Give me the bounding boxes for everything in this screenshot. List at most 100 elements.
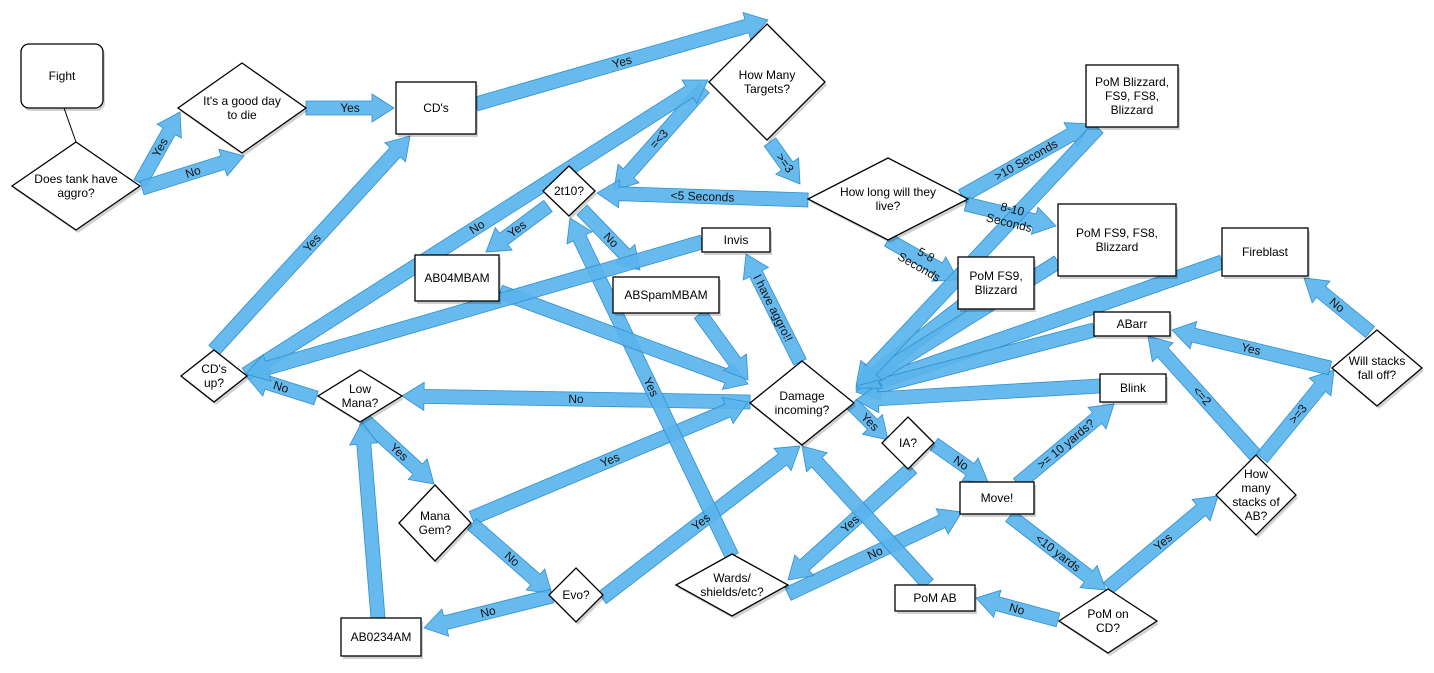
edge-arrow-low-mana-to-mana-gem bbox=[358, 414, 435, 485]
node-t2t10: 2t10? bbox=[542, 165, 597, 219]
edge-arrow-invis-to-cds-up bbox=[245, 234, 705, 382]
process-shape bbox=[612, 276, 720, 314]
edge-arrow-will-stacks-to-fireblast bbox=[1303, 277, 1375, 338]
edge-arrow-ab0234-to-low-mana bbox=[349, 421, 386, 620]
edge-arrow-how-many-stacks-to-will-stacks bbox=[1256, 369, 1335, 463]
edge-arrow-pom-bliz-full-to-damage bbox=[855, 122, 1104, 387]
process-shape bbox=[701, 227, 771, 253]
node-label: PoM AB bbox=[913, 591, 956, 605]
process-shape bbox=[959, 481, 1035, 515]
node-ab0234: AB0234AM bbox=[340, 617, 423, 659]
edge-arrow-abspam-to-damage bbox=[693, 309, 749, 381]
process-shape bbox=[894, 584, 976, 612]
node-label: Fireblast bbox=[1242, 245, 1289, 259]
node-wards: Wards/shields/etc? bbox=[674, 553, 790, 619]
node-cds: CD's bbox=[395, 81, 478, 137]
edge-label: <5 Seconds bbox=[670, 188, 734, 204]
edge-arrow-ia-to-wards bbox=[787, 462, 918, 581]
edge-label: Yes bbox=[1240, 340, 1262, 358]
node-evo: Evo? bbox=[548, 567, 605, 625]
node-label: PoM FS9,Blizzard bbox=[969, 269, 1022, 297]
node-label: IA? bbox=[899, 436, 917, 450]
decision-shape bbox=[1057, 588, 1159, 654]
edge-arrow-move-to-pom-cd bbox=[1005, 509, 1107, 591]
decision-shape bbox=[708, 23, 826, 141]
node-pom-fs9-fs8: PoM FS9, FS8,Blizzard bbox=[1057, 203, 1178, 279]
process-shape bbox=[1099, 373, 1167, 403]
edge-label: I have aggro!! bbox=[750, 272, 795, 344]
node-move: Move! bbox=[959, 481, 1036, 517]
edge-arrow-how-long-to-pom-fs9 bbox=[883, 233, 959, 282]
edge-arrow-how-many-to-how-long bbox=[763, 137, 801, 185]
process-shape bbox=[1085, 64, 1179, 128]
edge-arrow-wards-to-t2t10 bbox=[566, 217, 739, 560]
node-ab04: AB04MBAM bbox=[414, 254, 501, 304]
edge-label: No bbox=[865, 543, 885, 562]
node-label: Fight bbox=[49, 69, 76, 83]
edges-layer bbox=[63, 12, 1375, 637]
decision-shape bbox=[542, 165, 596, 217]
edge-arrow-blink-to-damage bbox=[855, 378, 1101, 414]
edge-arrow-evo-to-ab0234 bbox=[423, 588, 555, 637]
node-fight: Fight bbox=[20, 43, 105, 111]
edge-arrow-pom-ab-to-damage bbox=[801, 445, 934, 590]
edge-label: Yes bbox=[340, 101, 360, 115]
node-abarr: ABarr bbox=[1093, 311, 1172, 339]
edge-arrow-damage-to-invis bbox=[742, 253, 807, 366]
node-blink: Blink bbox=[1099, 373, 1168, 405]
node-label: Move! bbox=[981, 491, 1014, 505]
edge-arrow-will-stacks-to-abarr bbox=[1171, 320, 1333, 376]
edge-arrow-good-day-to-cds bbox=[305, 93, 395, 123]
decision-shape bbox=[674, 553, 790, 617]
edge-label: Yes bbox=[611, 53, 634, 72]
edge-label: No bbox=[1008, 600, 1027, 618]
connector-line bbox=[63, 107, 77, 143]
node-label: PoM FS9, FS8,Blizzard bbox=[1076, 226, 1158, 254]
node-label: AB0234AM bbox=[351, 630, 412, 644]
node-label: 2t10? bbox=[554, 184, 584, 198]
edge-label: Yes bbox=[598, 450, 621, 470]
edge-arrow-move-to-blink bbox=[1012, 403, 1115, 490]
node-label: CD's bbox=[423, 101, 449, 115]
node-pom-fs9: PoM FS9,Blizzard bbox=[957, 256, 1036, 312]
decision-shape bbox=[316, 369, 404, 423]
decision-shape bbox=[176, 62, 308, 154]
edge-arrow-cds-up-to-how-many bbox=[241, 79, 709, 381]
decision-shape bbox=[179, 349, 249, 403]
decision-shape bbox=[398, 484, 472, 562]
process-shape bbox=[340, 617, 422, 657]
node-label: PoM Blizzard,FS9, FS8,Blizzard bbox=[1095, 75, 1169, 117]
edge-arrow-pom-cd-to-pom-ab bbox=[975, 589, 1061, 628]
edge-arrow-mana-gem-to-evo bbox=[466, 518, 553, 595]
process-shape bbox=[1093, 311, 1171, 337]
node-label: AB04MBAM bbox=[424, 271, 489, 285]
node-ia: IA? bbox=[881, 416, 936, 472]
edge-arrow-how-long-to-t2t10 bbox=[596, 178, 809, 209]
node-label: ABSpamMBAM bbox=[624, 288, 707, 302]
node-label: ABarr bbox=[1117, 317, 1148, 331]
decision-shape bbox=[881, 416, 935, 470]
edge-arrow-how-many-stacks-to-abarr bbox=[1147, 335, 1262, 462]
decision-shape bbox=[10, 141, 142, 231]
process-shape bbox=[1221, 227, 1309, 277]
edge-arrow-how-many-to-t2t10 bbox=[613, 82, 710, 191]
